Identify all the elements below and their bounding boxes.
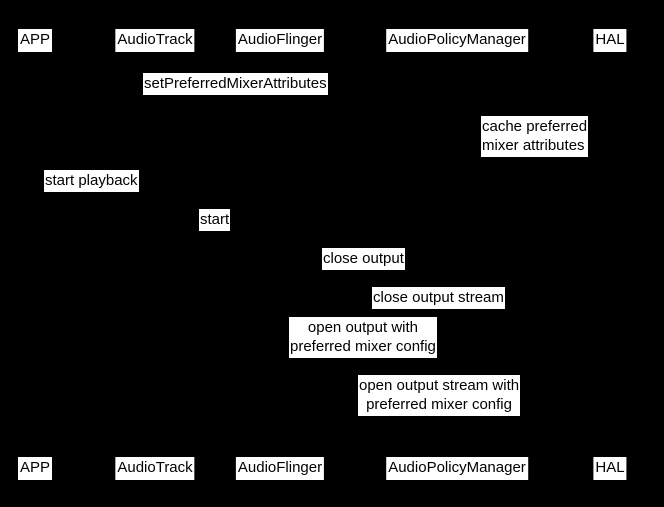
- arrow-head-start: [272, 228, 280, 236]
- arrow-start: [155, 232, 272, 233]
- message-label-close-output-stream: close output stream: [372, 287, 505, 309]
- lifeline-hal: [610, 51, 611, 457]
- participant-header-hal[interactable]: HAL: [593, 29, 627, 52]
- arrow-start-playback: [35, 193, 147, 194]
- participant-header-audiopolicymanager[interactable]: AudioPolicyManager: [386, 29, 528, 52]
- arrow-head-close-output: [449, 267, 457, 275]
- message-line-1: open output stream with: [359, 377, 520, 394]
- message-label-set-preferred-mixer-attributes: setPreferredMixerAttributes: [143, 73, 328, 95]
- participant-header-audiotrack[interactable]: AudioTrack: [115, 29, 195, 52]
- arrow-head-open-output-with-preferred-mixer-config: [449, 355, 457, 363]
- message-label-open-output-stream-with-preferred-mixer-config: open output stream with preferred mixer c…: [358, 375, 521, 416]
- message-label-open-output-with-preferred-mixer-config: open output with preferred mixer config: [289, 317, 437, 358]
- message-label-close-output: close output: [322, 248, 405, 270]
- message-line-2: preferred mixer config: [290, 338, 436, 355]
- message-line-1: cache preferred: [482, 118, 588, 135]
- participant-footer-app[interactable]: APP: [17, 457, 53, 480]
- message-label-start-playback: start playback: [44, 170, 139, 192]
- participant-footer-audioflinger[interactable]: AudioFlinger: [235, 457, 325, 480]
- lifeline-audiopolicymanager: [457, 51, 458, 457]
- participant-footer-hal[interactable]: HAL: [593, 457, 627, 480]
- arrow-head-cache-preferred-mixer-attributes: [457, 157, 465, 165]
- arrow-close-output: [280, 271, 449, 272]
- message-label-start: start: [199, 209, 231, 231]
- message-line-1: open output with: [307, 319, 418, 336]
- message-label-cache-preferred-mixer-attributes: cache preferred mixer attributes: [481, 116, 589, 157]
- arrow-head-start-playback: [147, 189, 155, 197]
- arrow-set-preferred-mixer-attributes: [35, 96, 449, 97]
- participant-header-app[interactable]: APP: [17, 29, 53, 52]
- lifeline-audiotrack: [155, 51, 156, 457]
- participant-header-audioflinger[interactable]: AudioFlinger: [235, 29, 325, 52]
- arrow-cache-preferred-mixer-attributes: [457, 139, 476, 163]
- arrow-open-output-with-preferred-mixer-config: [280, 359, 449, 360]
- arrow-open-output-stream-with-preferred-mixer-config: [457, 417, 602, 418]
- lifeline-app: [35, 51, 36, 457]
- arrow-head-open-output-stream-with-preferred-mixer-config: [602, 413, 610, 421]
- message-line-2: preferred mixer config: [366, 396, 512, 413]
- arrow-head-set-preferred-mixer-attributes: [449, 92, 457, 100]
- arrow-head-close-output-stream: [602, 306, 610, 314]
- message-line-2: mixer attributes: [482, 137, 585, 154]
- arrow-close-output-stream: [457, 310, 602, 311]
- participant-footer-audiotrack[interactable]: AudioTrack: [115, 457, 195, 480]
- lifeline-audioflinger: [280, 51, 281, 457]
- participant-footer-audiopolicymanager[interactable]: AudioPolicyManager: [386, 457, 528, 480]
